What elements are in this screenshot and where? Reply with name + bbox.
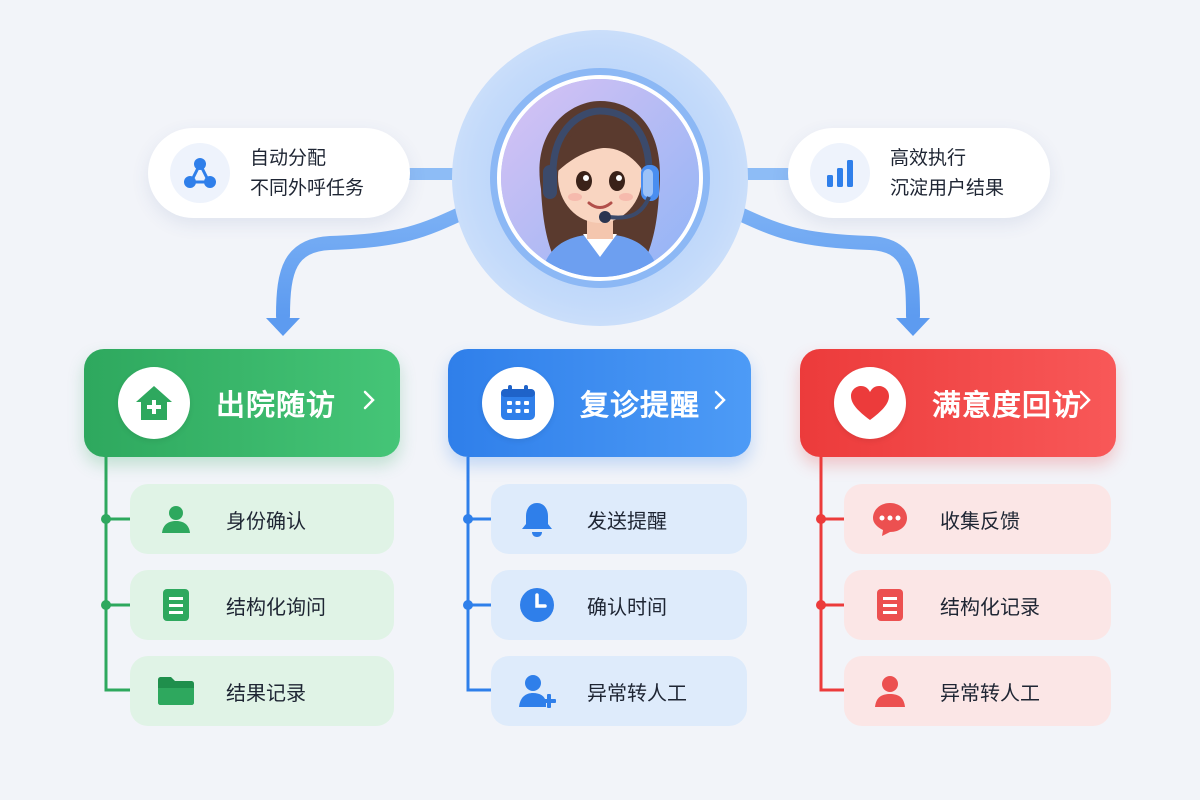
network-nodes-icon bbox=[170, 143, 230, 203]
tree-line-red bbox=[819, 457, 844, 692]
pill-subtitle: 沉淀用户结果 bbox=[890, 177, 1005, 199]
heart-icon bbox=[834, 367, 906, 439]
tree-dot-green-1 bbox=[101, 514, 111, 524]
item-label: 确认时间 bbox=[587, 594, 667, 619]
clock-icon bbox=[517, 585, 557, 625]
tree-line-green bbox=[104, 457, 130, 692]
tree-dot-red-1 bbox=[816, 514, 826, 524]
item-label: 结果记录 bbox=[226, 680, 306, 705]
list-item-confirm-time[interactable]: 确认时间 bbox=[491, 570, 747, 640]
arrow-down-right bbox=[896, 318, 930, 336]
card-title: 复诊提醒 bbox=[580, 388, 701, 422]
chevron-right-icon bbox=[714, 390, 726, 410]
pill-subtitle: 不同外呼任务 bbox=[250, 177, 365, 199]
folder-icon bbox=[156, 671, 196, 711]
list-item-send-reminder[interactable]: 发送提醒 bbox=[491, 484, 747, 554]
user-add-icon bbox=[517, 671, 557, 711]
item-label: 身份确认 bbox=[226, 508, 306, 533]
list-item-identity-check[interactable]: 身份确认 bbox=[130, 484, 394, 554]
list-item-transfer-to-human[interactable]: 异常转人工 bbox=[844, 656, 1111, 726]
item-label: 异常转人工 bbox=[587, 680, 687, 705]
pill-title: 自动分配 bbox=[250, 147, 327, 169]
chevron-right-icon bbox=[363, 390, 375, 410]
item-label: 结构化记录 bbox=[940, 594, 1040, 619]
agent-headset-avatar bbox=[497, 75, 703, 281]
tree-dot-red-2 bbox=[816, 600, 826, 610]
list-item-result-record[interactable]: 结果记录 bbox=[130, 656, 394, 726]
user-icon bbox=[870, 671, 910, 711]
discharge-followup-card[interactable]: 出院随访 bbox=[84, 349, 400, 457]
tree-dot-green-2 bbox=[101, 600, 111, 610]
revisit-reminder-card[interactable]: 复诊提醒 bbox=[448, 349, 751, 457]
chat-bubble-icon bbox=[870, 499, 910, 539]
connector-right-curve bbox=[693, 189, 920, 323]
calendar-icon bbox=[482, 367, 554, 439]
pill-title: 高效执行 bbox=[890, 147, 967, 169]
bell-icon bbox=[517, 499, 557, 539]
satisfaction-survey-card[interactable]: 满意度回访 bbox=[800, 349, 1116, 457]
task-distribution-pill: 自动分配 不同外呼任务 bbox=[148, 128, 410, 218]
card-title: 满意度回访 bbox=[932, 388, 1083, 422]
item-label: 结构化询问 bbox=[226, 594, 326, 619]
chevron-right-icon bbox=[1079, 390, 1091, 410]
list-item-collect-feedback[interactable]: 收集反馈 bbox=[844, 484, 1111, 554]
home-plus-icon bbox=[118, 367, 190, 439]
tree-dot-blue-1 bbox=[463, 514, 473, 524]
user-icon bbox=[156, 499, 196, 539]
list-item-transfer-to-human[interactable]: 异常转人工 bbox=[491, 656, 747, 726]
tree-line-blue bbox=[466, 457, 491, 692]
connector-left-curve bbox=[276, 189, 507, 323]
list-item-structured-inquiry[interactable]: 结构化询问 bbox=[130, 570, 394, 640]
item-label: 发送提醒 bbox=[587, 508, 667, 533]
card-title: 出院随访 bbox=[216, 388, 337, 422]
efficient-execution-pill: 高效执行 沉淀用户结果 bbox=[788, 128, 1050, 218]
document-icon bbox=[156, 585, 196, 625]
list-item-structured-record[interactable]: 结构化记录 bbox=[844, 570, 1111, 640]
tree-dot-blue-2 bbox=[463, 600, 473, 610]
document-icon bbox=[870, 585, 910, 625]
bar-chart-icon bbox=[810, 143, 870, 203]
arrow-down-left bbox=[266, 318, 300, 336]
item-label: 收集反馈 bbox=[940, 508, 1020, 533]
item-label: 异常转人工 bbox=[940, 680, 1040, 705]
